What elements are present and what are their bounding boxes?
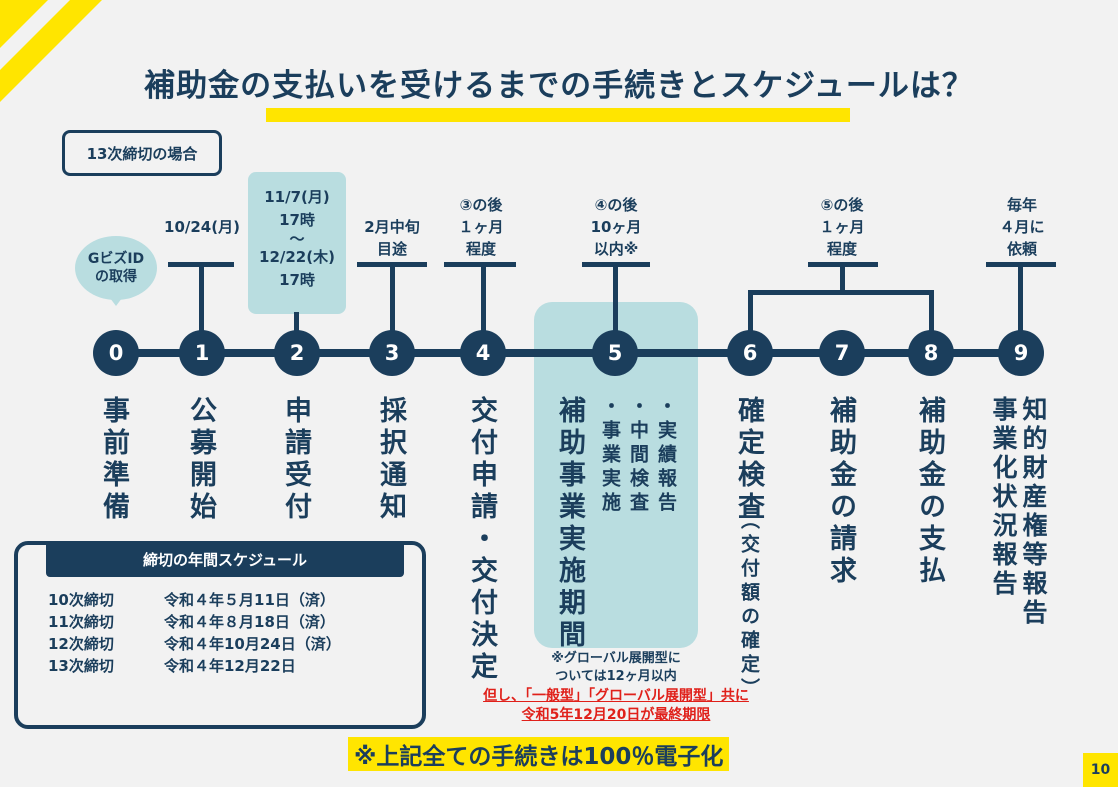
schedule-label-5: ④の後 10ヶ月 以内※ [570, 194, 662, 260]
tick-5-v [613, 262, 618, 334]
schedule-67-line: 程度 [826, 240, 857, 258]
schedule-label-9: 毎年 ４月に 依頼 [976, 194, 1068, 260]
page-number: 10 [1083, 753, 1118, 787]
schedule-4-line: １ヶ月 [458, 218, 504, 236]
schedule-3-line: 目途 [376, 240, 407, 258]
gbizid-line2: の取得 [95, 269, 137, 285]
timeline-line [116, 349, 1026, 357]
schedule-3-line: 2月中旬 [364, 218, 420, 236]
final-deadline-line: 令和5年12月20日が最終期限 [521, 707, 711, 723]
schedule-2-line: 12/22(木) [259, 248, 335, 266]
step-node-3: 3 [369, 330, 415, 376]
deadline-row-date: 令和４年５月11日（済） [164, 591, 335, 609]
step-node-4: 4 [460, 330, 506, 376]
final-deadline-line: 但し、「一般型」「グローバル展開型」共に [483, 688, 749, 704]
schedule-2-line: 11/7(月) [264, 188, 330, 206]
schedule-9-line: 依頼 [1006, 240, 1037, 258]
step-label-5: 補助事業実施期間 [554, 396, 585, 652]
step-label-6-sub: （交付額の確定） [738, 510, 760, 702]
step-node-6: 6 [727, 330, 773, 376]
gbizid-bubble-tail [107, 294, 125, 306]
schedule-4-line: 程度 [465, 240, 496, 258]
step-label-2: 申請受付 [280, 396, 311, 524]
step-5-sub-1: ・実績報告 [655, 396, 677, 516]
deadline-row-label: 10次締切 [48, 591, 114, 609]
deadline-row-label: 12次締切 [48, 635, 114, 653]
tick-2-v [294, 312, 299, 334]
bracket-6-v [748, 290, 753, 334]
step-node-9: 9 [998, 330, 1044, 376]
step-label-9b: 事業化状況報告 [989, 396, 1018, 599]
digitalization-note: ※上記全ての手続きは100％電子化 [348, 737, 730, 771]
step-node-7: 7 [819, 330, 865, 376]
global-type-note: ※グローバル展開型に ついては12ヶ月以内 [530, 650, 702, 686]
schedule-67-line: １ヶ月 [819, 218, 865, 236]
deadline-row-date: 令和４年８月18日（済） [164, 613, 335, 631]
deadline-row: 13次締切 令和４年12月22日 [48, 655, 341, 677]
schedule-2-line: 〜 [289, 230, 305, 248]
step-label-4: 交付申請・交付決定 [466, 396, 497, 684]
schedule-5-line: 以内※ [593, 240, 639, 258]
schedule-9-line: 毎年 [1006, 196, 1037, 214]
highlight-application-period [248, 172, 346, 314]
schedule-5-line: 10ヶ月 [590, 218, 642, 236]
page-title: 補助金の支払いを受けるまでの手続きとスケジュールは？ [144, 68, 974, 104]
deadline-schedule-heading: 締切の年間スケジュール [46, 541, 404, 577]
tick-4-v [481, 262, 486, 334]
schedule-9-line: ４月に [999, 218, 1045, 236]
step-label-7: 補助金の請求 [825, 396, 856, 588]
schedule-67-line: ⑤の後 [820, 196, 864, 214]
step-5-sub-2: ・中間検査 [627, 396, 649, 516]
step-5-sub-3: ・事業実施 [599, 396, 621, 516]
global-type-note-line: ついては12ヶ月以内 [555, 669, 677, 684]
schedule-label-6-7: ⑤の後 １ヶ月 程度 [796, 194, 888, 260]
gbizid-line1: GビズID [87, 251, 145, 267]
schedule-4-line: ③の後 [459, 196, 503, 214]
tick-3-v [390, 262, 395, 334]
schedule-label-3: 2月中旬 目途 [348, 216, 436, 260]
step-node-8: 8 [908, 330, 954, 376]
deadline-row-date: 令和４年12月22日 [164, 657, 296, 675]
tick-4-h [444, 262, 516, 267]
step-node-5: 5 [592, 330, 638, 376]
bracket-8-v [929, 290, 934, 334]
bracket-6-8-h [748, 290, 934, 295]
deadline-row: 10次締切 令和４年５月11日（済） [48, 589, 341, 611]
step-node-2: 2 [274, 330, 320, 376]
deadline-row: 11次締切 令和４年８月18日（済） [48, 611, 341, 633]
final-deadline-note: 但し、「一般型」「グローバル展開型」共に 令和5年12月20日が最終期限 [440, 687, 792, 725]
schedule-5-line: ④の後 [594, 196, 638, 214]
gbizid-bubble: GビズID の取得 [75, 236, 157, 300]
step-node-0: 0 [93, 330, 139, 376]
schedule-label-1: 10/24(月) [164, 218, 240, 236]
deadline-row-date: 令和４年10月24日（済） [164, 635, 341, 653]
schedule-2-line: 17時 [279, 271, 315, 289]
step-label-9a: 知的財産権等報告 [1019, 396, 1048, 628]
step-node-1: 1 [179, 330, 225, 376]
tick-67-v [840, 262, 845, 292]
deadline-row-label: 11次締切 [48, 613, 114, 631]
step-label-8: 補助金の支払 [914, 396, 945, 588]
schedule-2-line: 17時 [279, 211, 315, 229]
deadline-row-label: 13次締切 [48, 657, 114, 675]
schedule-label-2: 11/7(月) 17時 〜 12/22(木) 17時 [248, 186, 346, 292]
tick-1-v [199, 262, 204, 334]
deadline-table: 10次締切 令和４年５月11日（済） 11次締切 令和４年８月18日（済） 12次締… [48, 589, 341, 677]
step-label-6: 確定検査 [733, 396, 764, 524]
step-label-1: 公募開始 [185, 396, 216, 524]
step-label-3: 採択通知 [375, 396, 406, 524]
case-label: 13次締切の場合 [62, 130, 222, 176]
schedule-label-4: ③の後 １ヶ月 程度 [436, 194, 526, 260]
corner-stripes [0, 0, 102, 102]
title-underline [266, 108, 850, 122]
tick-9-v [1018, 262, 1023, 334]
global-type-note-line: ※グローバル展開型に [551, 651, 681, 666]
step-label-0: 事前準備 [98, 396, 129, 524]
deadline-row: 12次締切 令和４年10月24日（済） [48, 633, 341, 655]
